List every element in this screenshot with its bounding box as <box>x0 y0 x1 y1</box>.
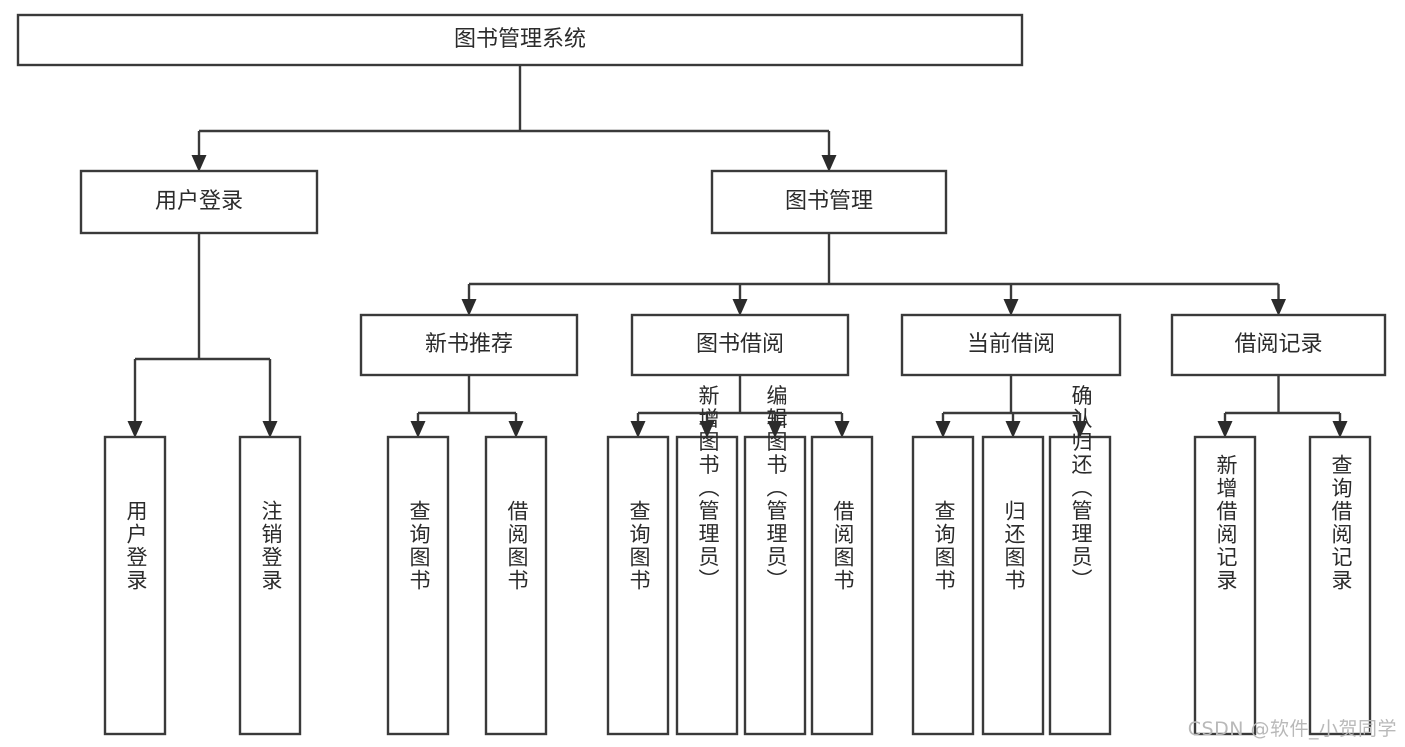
node-label: 借阅图书 <box>831 500 855 592</box>
node-layer: 图书管理系统用户登录图书管理新书推荐图书借阅当前借阅借阅记录用户登录注销登录查询… <box>16 13 1387 736</box>
node-leaf-return-book[interactable]: 归还图书 <box>981 435 1045 736</box>
node-leaf-borrow-book-recommend[interactable]: 借阅图书 <box>484 435 548 736</box>
arrow-head-icon <box>935 421 951 438</box>
connector-group <box>630 375 850 438</box>
node-box[interactable] <box>16 13 1024 67</box>
arrow-head-icon <box>1005 421 1021 438</box>
arrow-head-icon <box>699 421 715 438</box>
node-book-borrow[interactable]: 图书借阅 <box>630 313 850 377</box>
arrow-head-icon <box>191 155 207 172</box>
arrow-head-icon <box>1217 421 1233 438</box>
node-box[interactable] <box>79 169 319 235</box>
connector-group <box>1217 375 1348 438</box>
node-label: 新增图书（管理员） <box>696 385 720 592</box>
node-leaf-add-book[interactable]: 新增图书（管理员） <box>675 385 739 736</box>
node-box[interactable] <box>1048 435 1112 736</box>
node-box[interactable] <box>238 435 302 736</box>
node-label: 当前借阅 <box>967 332 1055 357</box>
node-label: 查询图书 <box>627 500 651 592</box>
connector-group <box>935 375 1088 438</box>
node-label: 查询借阅记录 <box>1329 454 1353 592</box>
node-box[interactable] <box>981 435 1045 736</box>
node-box[interactable] <box>710 169 948 235</box>
arrow-head-icon <box>1332 421 1348 438</box>
node-label: 新书推荐 <box>425 332 513 357</box>
node-label: 归还图书 <box>1002 500 1026 592</box>
node-leaf-query-book-recommend[interactable]: 查询图书 <box>386 435 450 736</box>
node-current-borrow[interactable]: 当前借阅 <box>900 313 1122 377</box>
arrow-head-icon <box>821 155 837 172</box>
node-book-management[interactable]: 图书管理 <box>710 169 948 235</box>
node-label: 图书管理系统 <box>454 27 586 52</box>
arrow-head-icon <box>1271 299 1286 316</box>
arrow-head-icon <box>630 421 646 438</box>
node-leaf-borrow-book[interactable]: 借阅图书 <box>810 435 874 736</box>
node-leaf-query-book-current[interactable]: 查询图书 <box>911 435 975 736</box>
node-leaf-edit-book[interactable]: 编辑图书（管理员） <box>743 385 807 736</box>
node-box[interactable] <box>1193 435 1257 736</box>
arrow-head-icon <box>508 421 524 438</box>
node-box[interactable] <box>900 313 1122 377</box>
node-box[interactable] <box>1170 313 1387 377</box>
watermark-text: CSDN @软件_小贺同学 <box>1187 718 1397 740</box>
node-box[interactable] <box>675 435 739 736</box>
node-label: 注销登录 <box>259 500 283 592</box>
node-root[interactable]: 图书管理系统 <box>16 13 1024 67</box>
node-label: 查询图书 <box>932 500 956 592</box>
arrow-head-icon <box>767 421 783 438</box>
node-box[interactable] <box>630 313 850 377</box>
node-leaf-query-borrow-record[interactable]: 查询借阅记录 <box>1308 435 1372 736</box>
node-label: 用户登录 <box>124 500 148 592</box>
connector-layer <box>127 65 1348 438</box>
node-box[interactable] <box>1308 435 1372 736</box>
connector-group <box>127 233 278 438</box>
node-box[interactable] <box>484 435 548 736</box>
node-box[interactable] <box>810 435 874 736</box>
node-leaf-query-book-borrow[interactable]: 查询图书 <box>606 435 670 736</box>
node-label: 图书借阅 <box>696 332 784 357</box>
arrow-head-icon <box>127 421 143 438</box>
arrow-head-icon <box>461 299 477 316</box>
node-box[interactable] <box>359 313 579 377</box>
node-leaf-logout[interactable]: 注销登录 <box>238 435 302 736</box>
node-box[interactable] <box>743 435 807 736</box>
node-box[interactable] <box>606 435 670 736</box>
node-label: 编辑图书（管理员） <box>764 385 788 592</box>
node-borrow-records[interactable]: 借阅记录 <box>1170 313 1387 377</box>
arrow-head-icon <box>262 421 278 438</box>
arrow-head-icon <box>1003 299 1019 316</box>
node-label: 新增借阅记录 <box>1214 454 1238 592</box>
arrow-head-icon <box>834 421 850 438</box>
node-box[interactable] <box>911 435 975 736</box>
arrow-head-icon <box>732 299 748 316</box>
node-leaf-confirm-return[interactable]: 确认归还（管理员） <box>1048 385 1112 736</box>
node-leaf-user-login[interactable]: 用户登录 <box>103 435 167 736</box>
node-label: 确认归还（管理员） <box>1069 385 1093 592</box>
node-label: 查询图书 <box>407 500 431 592</box>
arrow-head-icon <box>410 421 426 438</box>
node-leaf-add-borrow-record[interactable]: 新增借阅记录 <box>1193 435 1257 736</box>
node-label: 用户登录 <box>155 189 243 214</box>
node-label: 借阅图书 <box>505 500 529 592</box>
node-new-book-recommend[interactable]: 新书推荐 <box>359 313 579 377</box>
node-label: 借阅记录 <box>1234 332 1322 357</box>
connector-group <box>410 375 524 438</box>
arrow-head-icon <box>1072 421 1088 438</box>
connector-group <box>461 233 1286 316</box>
node-box[interactable] <box>103 435 167 736</box>
connector-group <box>191 65 837 172</box>
node-user-login[interactable]: 用户登录 <box>79 169 319 235</box>
node-label: 图书管理 <box>785 189 873 214</box>
node-box[interactable] <box>386 435 450 736</box>
